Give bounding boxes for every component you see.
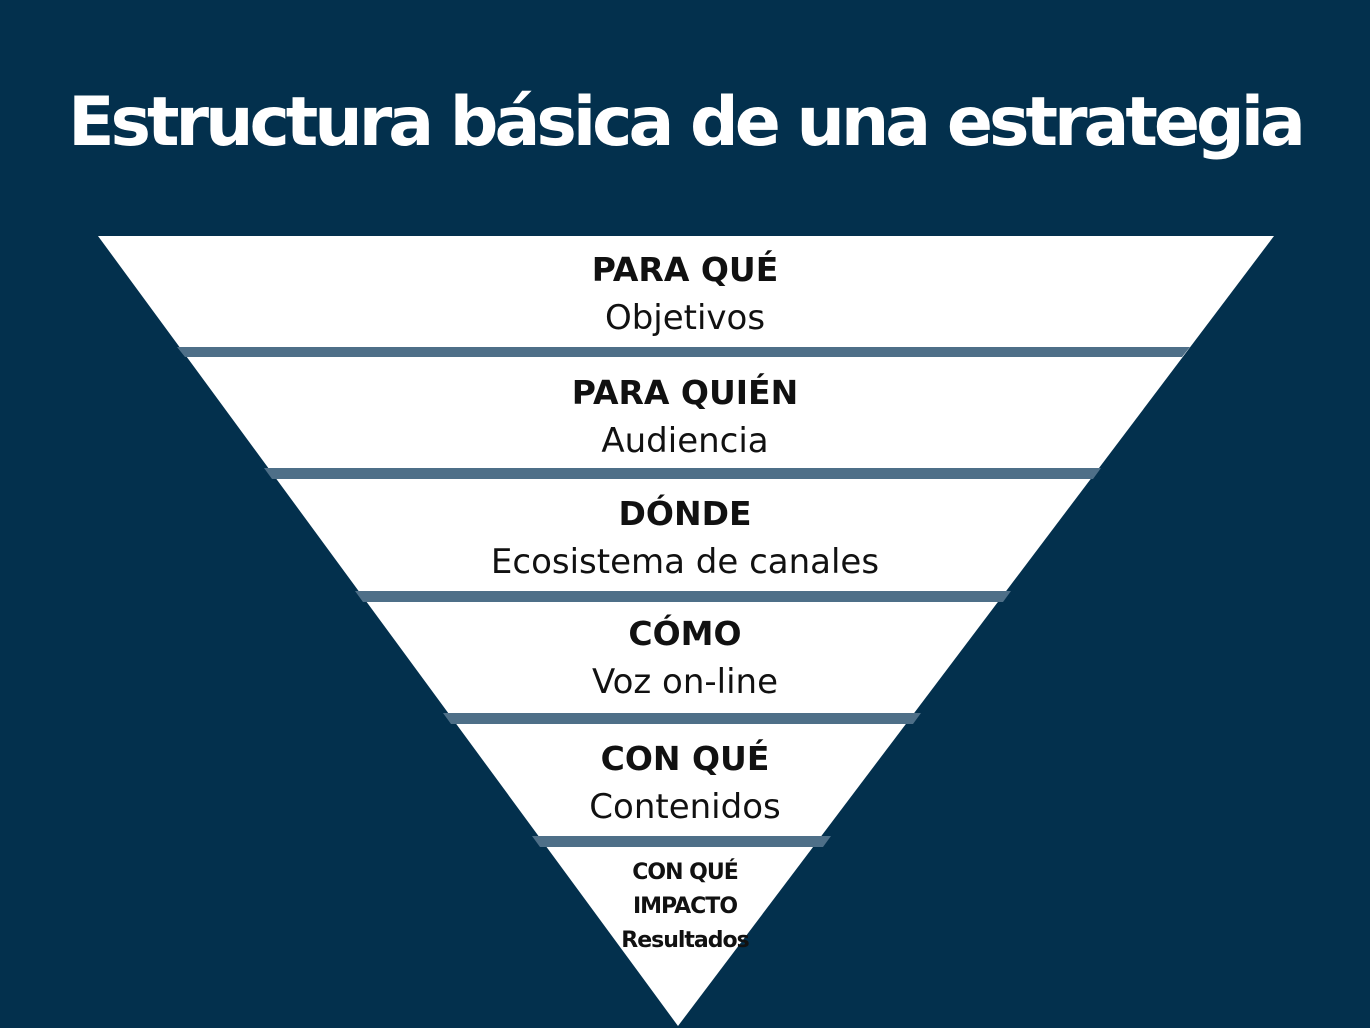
level-heading: PARA QUIÉN (571, 373, 799, 412)
level-heading: CON QUÉ (600, 739, 770, 778)
level-heading: PARA QUÉ (591, 250, 779, 289)
funnel-level-voz: CÓMO Voz on-line (0, 610, 1370, 706)
page-title: Estructura básica de una estrategia (68, 83, 1306, 162)
level-heading-line1: CON QUÉ (632, 860, 739, 885)
level-subtitle: Ecosistema de canales (490, 542, 880, 582)
funnel-separator-2 (264, 468, 1101, 479)
funnel-level-resultados: CON QUÉ IMPACTO Resultados (0, 856, 1370, 958)
funnel-level-audiencia: PARA QUIÉN Audiencia (0, 369, 1370, 465)
funnel-level-canales: DÓNDE Ecosistema de canales (0, 490, 1370, 586)
level-subtitle: Voz on-line (591, 662, 779, 702)
level-subtitle: Resultados (621, 928, 749, 953)
level-subtitle: Objetivos (604, 298, 766, 338)
level-heading-line2: IMPACTO (632, 894, 738, 919)
level-subtitle: Contenidos (589, 787, 781, 827)
funnel-separator-3 (355, 591, 1011, 602)
funnel-separator-1 (177, 347, 1190, 357)
funnel-level-objetivos: PARA QUÉ Objetivos (0, 246, 1370, 342)
level-heading: DÓNDE (618, 494, 752, 533)
level-heading: CÓMO (628, 614, 742, 653)
funnel-triangle (98, 236, 1274, 1026)
funnel-level-contenidos: CON QUÉ Contenidos (0, 735, 1370, 831)
level-subtitle: Audiencia (601, 421, 769, 461)
funnel-separator-5 (532, 836, 831, 847)
funnel-separator-4 (443, 713, 921, 724)
